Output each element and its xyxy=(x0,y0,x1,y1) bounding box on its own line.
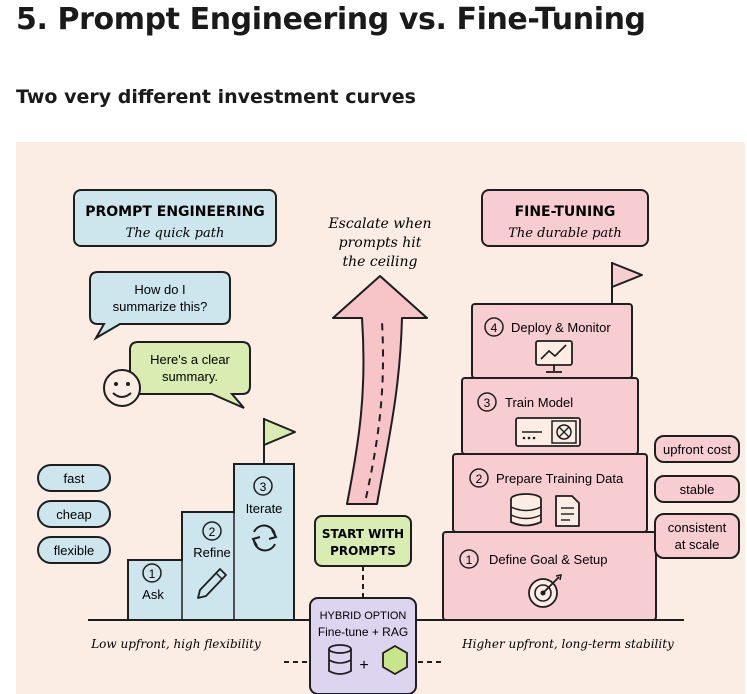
escalate-label: Escalate when prompts hit the ceiling xyxy=(327,216,431,270)
start-with-prompts-box: START WITH PROMPTS xyxy=(314,515,412,567)
step-number: 4 xyxy=(491,321,498,335)
fine-tuning-title: FINE-TUNING xyxy=(515,204,616,220)
fine-trait-consistent: consistent at scale xyxy=(654,513,740,559)
prompt-stairs xyxy=(127,463,295,621)
hybrid-subtitle: Fine-tune + RAG xyxy=(318,625,408,639)
fine-tuning-footer: Higher upfront, long-term stability xyxy=(461,637,674,651)
step-label: Ask xyxy=(142,587,164,602)
step-label: Iterate xyxy=(246,501,283,516)
step-label: Define Goal & Setup xyxy=(489,552,608,567)
prompt-engineering-title: PROMPT ENGINEERING xyxy=(85,204,265,220)
step-number: 2 xyxy=(476,472,483,486)
step-label: Train Model xyxy=(505,395,573,410)
target-icon xyxy=(528,574,562,608)
comparison-diagram: PROMPT ENGINEERING The quick path How do… xyxy=(16,142,745,694)
step-number: 1 xyxy=(466,553,473,567)
step-label: Refine xyxy=(193,545,231,560)
escalate-line-3: the ceiling xyxy=(343,254,418,270)
prompt-trait-cheap: cheap xyxy=(37,500,111,528)
chat-answer-line-2: summary. xyxy=(162,369,218,384)
fine-trait-label-2: at scale xyxy=(675,537,720,552)
fine-step-4: 4 Deploy & Monitor xyxy=(471,303,633,379)
prompt-step-3: 3 Iterate xyxy=(246,476,283,516)
chat-answer-line-1: Here's a clear xyxy=(150,352,230,367)
fine-trait-stable: stable xyxy=(654,475,740,503)
fine-step-3: 3 Train Model xyxy=(461,377,639,455)
prompt-trait-flexible: flexible xyxy=(37,536,111,564)
chat-question-line-1: How do I xyxy=(134,282,185,297)
chat-answer-bubble: Here's a clear summary. xyxy=(129,341,251,409)
step-number: 3 xyxy=(484,396,491,410)
chat-question-line-2: summarize this? xyxy=(113,299,208,314)
prompt-trait-label: fast xyxy=(64,471,85,486)
hybrid-title: HYBRID OPTION xyxy=(320,610,407,622)
smiley-face-icon xyxy=(103,369,141,407)
pencil-icon xyxy=(197,568,227,599)
hybrid-option-box: HYBRID OPTION Fine-tune + RAG + xyxy=(309,597,417,694)
step-label: Deploy & Monitor xyxy=(511,320,611,335)
escalate-line-2: prompts hit xyxy=(339,235,422,251)
hexagon-icon xyxy=(382,644,408,676)
chat-question-bubble: How do I summarize this? xyxy=(89,271,231,341)
refresh-icon xyxy=(251,524,278,552)
step-number: 1 xyxy=(149,567,156,581)
fine-tuning-subtitle: The durable path xyxy=(508,226,622,241)
fine-trait-label: upfront cost xyxy=(663,442,731,457)
gpu-icon xyxy=(515,417,581,447)
monitor-chart-icon xyxy=(535,340,573,373)
prompt-trait-label: flexible xyxy=(54,543,94,558)
prompt-engineering-subtitle: The quick path xyxy=(126,226,225,241)
page-subtitle: Two very different investment curves xyxy=(16,86,416,108)
prompt-footer: Low upfront, high flexibility xyxy=(90,637,261,651)
step-number: 3 xyxy=(260,480,267,494)
fine-tuning-header: FINE-TUNING The durable path xyxy=(481,189,649,247)
start-line-1: START WITH xyxy=(322,527,404,541)
database-document-icon xyxy=(510,493,580,527)
page-title: 5. Prompt Engineering vs. Fine-Tuning xyxy=(16,2,646,37)
prompt-step-1: 1 Ask xyxy=(142,563,164,602)
prompt-trait-label: cheap xyxy=(56,507,91,522)
hybrid-plus: + xyxy=(359,657,368,674)
flag-icon xyxy=(263,418,296,464)
fine-trait-upfront-cost: upfront cost xyxy=(654,435,740,463)
escalate-line-1: Escalate when xyxy=(327,216,431,232)
fine-tuning-flag-icon xyxy=(611,262,643,304)
fine-step-1: 1 Define Goal & Setup xyxy=(442,531,657,621)
step-number: 2 xyxy=(209,525,216,539)
fine-trait-label-1: consistent xyxy=(668,520,727,535)
prompt-engineering-header: PROMPT ENGINEERING The quick path xyxy=(73,189,277,247)
diagram-canvas: PROMPT ENGINEERING The quick path How do… xyxy=(37,189,740,694)
escalate-arrow-icon xyxy=(332,275,428,505)
prompt-trait-fast: fast xyxy=(37,464,111,492)
prompt-step-2: 2 Refine xyxy=(193,521,231,560)
fine-trait-label: stable xyxy=(680,482,715,497)
fine-step-2: 2 Prepare Training Data xyxy=(452,453,648,533)
step-label: Prepare Training Data xyxy=(496,471,624,486)
start-line-2: PROMPTS xyxy=(330,544,396,558)
database-icon xyxy=(328,644,352,675)
